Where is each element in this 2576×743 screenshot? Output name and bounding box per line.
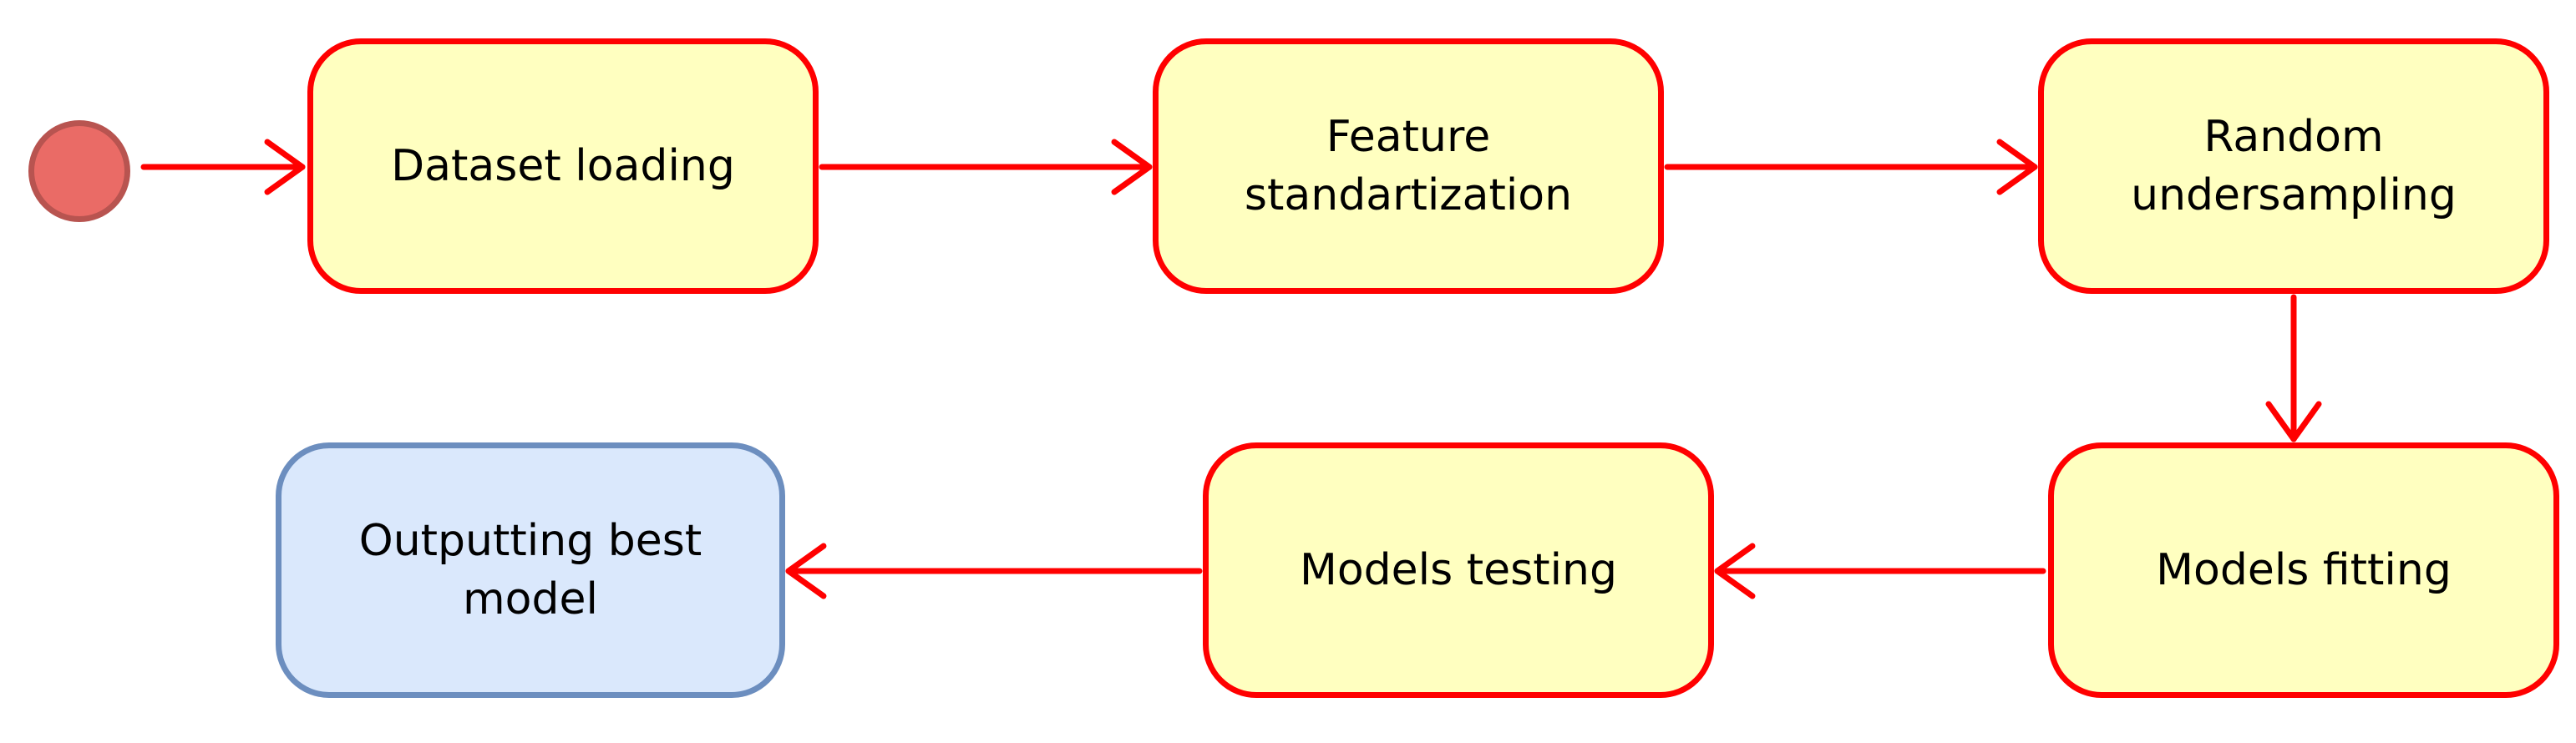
node-outputting-best-model: Outputting best model	[276, 442, 785, 698]
edge-dataset-loading-to-feature-standartization	[819, 139, 1153, 195]
node-label: Models fitting	[2156, 545, 2452, 595]
node-dataset-loading: Dataset loading	[307, 38, 819, 294]
node-random-undersampling: Random undersampling	[2038, 38, 2549, 294]
node-label: Feature standartization	[1244, 112, 1573, 220]
node-label: Models testing	[1299, 545, 1618, 595]
node-models-fitting: Models fitting	[2048, 442, 2559, 698]
node-label: Dataset loading	[391, 141, 735, 191]
node-label: Outputting best model	[358, 516, 702, 624]
node-models-testing: Models testing	[1203, 442, 1714, 698]
edge-feature-standartization-to-random-undersampling	[1664, 139, 2038, 195]
start-node	[28, 120, 130, 222]
edge-models-testing-to-outputting-best-model	[785, 543, 1203, 599]
edge-random-undersampling-to-models-fitting	[2265, 294, 2322, 442]
edge-start-to-dataset-loading	[140, 139, 306, 195]
node-label: Random undersampling	[2131, 112, 2457, 220]
edge-models-fitting-to-models-testing	[1714, 543, 2046, 599]
node-feature-standartization: Feature standartization	[1153, 38, 1664, 294]
